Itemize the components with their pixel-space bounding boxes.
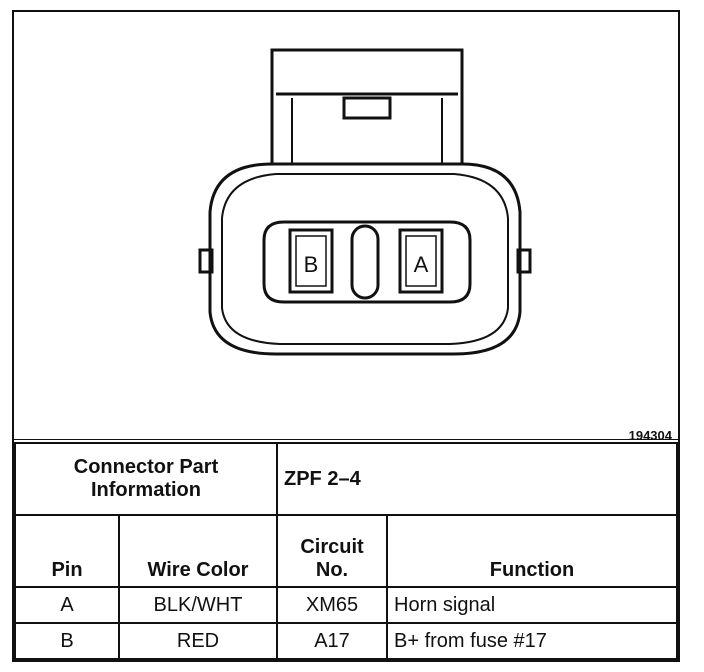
header-function: Function: [386, 514, 678, 588]
header-row: Pin Wire Color Circuit No. Function: [14, 514, 678, 588]
row-function: B+ from fuse #17: [386, 622, 678, 660]
pin-b-cavity: [288, 228, 334, 294]
part-info-value: ZPF 2–4: [276, 442, 678, 516]
part-info-row: Connector Part Information ZPF 2–4: [14, 442, 678, 516]
header-circuit-no: Circuit No.: [276, 514, 388, 588]
part-info-label: Connector Part Information: [14, 442, 278, 516]
row-wire-color: BLK/WHT: [118, 586, 278, 624]
table-row: A BLK/WHT XM65 Horn signal: [14, 586, 678, 624]
row-circuit: XM65: [276, 586, 388, 624]
connector-latch: [270, 48, 464, 164]
header-pin: Pin: [14, 514, 120, 588]
row-circuit: A17: [276, 622, 388, 660]
row-function: Horn signal: [386, 586, 678, 624]
document-frame: B A 194304 Connector Part Information ZP…: [12, 10, 680, 662]
pin-cavity-frame: [262, 220, 472, 304]
row-wire-color: RED: [118, 622, 278, 660]
figure-id: 194304: [628, 428, 672, 443]
row-pin: B: [14, 622, 120, 660]
right-tab: [516, 248, 532, 274]
row-pin: A: [14, 586, 120, 624]
left-tab: [198, 248, 214, 274]
header-wire-color: Wire Color: [118, 514, 278, 588]
pin-a-cavity: [398, 228, 444, 294]
table-row: B RED A17 B+ from fuse #17: [14, 622, 678, 660]
center-key: [350, 224, 380, 300]
connector-body: [208, 162, 522, 356]
pin-a-label: A: [414, 252, 429, 277]
connector-diagram: B A: [14, 48, 678, 440]
pin-b-label: B: [304, 252, 319, 277]
connector-table: Connector Part Information ZPF 2–4 Pin W…: [14, 442, 678, 660]
